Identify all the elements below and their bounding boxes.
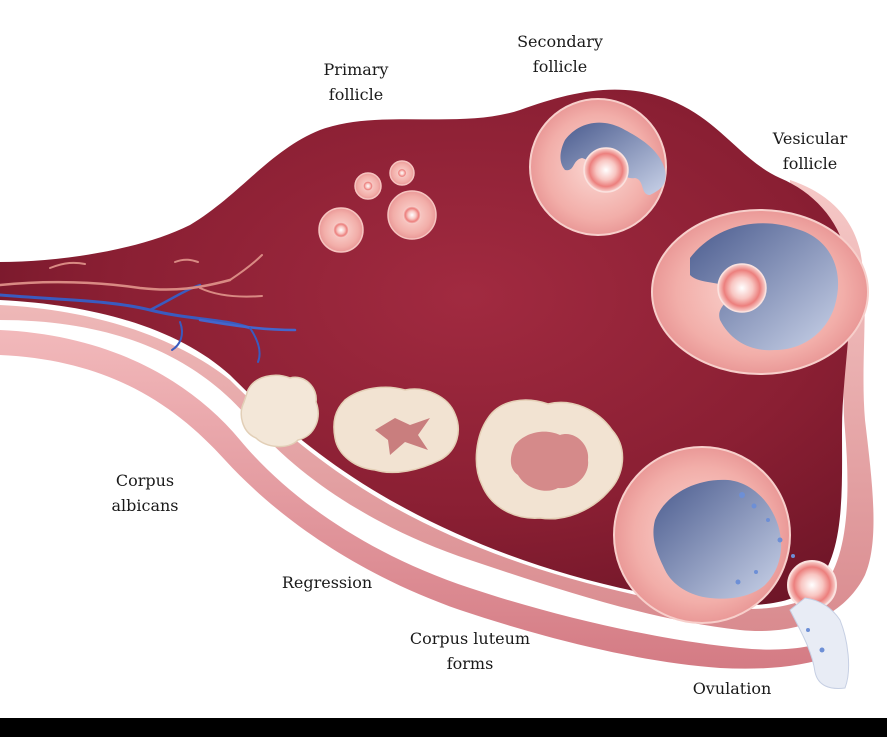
corpus-luteum-label: Corpus luteum forms bbox=[405, 626, 535, 676]
bottom-black-bar bbox=[0, 718, 887, 737]
corpus-albicans-label-line1: Corpus bbox=[115, 471, 175, 490]
vesicular-follicle-label-line2: follicle bbox=[782, 154, 838, 173]
corpus-luteum-shape bbox=[475, 399, 624, 520]
secondary-follicle-label: Secondary follicle bbox=[510, 29, 610, 79]
regressing-corpus-luteum bbox=[333, 386, 459, 474]
primary-follicle-label-line1: Primary bbox=[323, 60, 389, 79]
fluid-droplets bbox=[735, 492, 825, 653]
secondary-follicle-label-line1: Secondary bbox=[517, 32, 603, 51]
regression-label: Regression bbox=[276, 570, 378, 595]
ovulation-label-text: Ovulation bbox=[692, 679, 772, 698]
corpus-albicans-label-line2: albicans bbox=[111, 496, 179, 515]
primary-follicle-label: Primary follicle bbox=[315, 57, 397, 107]
corpus-luteum-label-line2: forms bbox=[446, 654, 494, 673]
secondary-follicle-label-line2: follicle bbox=[532, 57, 588, 76]
vesicular-follicle bbox=[651, 209, 869, 375]
vesicular-follicle-label: Vesicular follicle bbox=[764, 126, 856, 176]
ovarian-ligament bbox=[0, 330, 835, 669]
ovary-rim bbox=[0, 180, 874, 632]
blood-vessels bbox=[0, 254, 297, 363]
corpus-luteum-label-line1: Corpus luteum bbox=[409, 629, 531, 648]
primary-follicles bbox=[318, 160, 437, 253]
ovulating-follicle bbox=[613, 446, 837, 624]
corpus-albicans-shape bbox=[240, 374, 319, 448]
follicular-fluid bbox=[789, 597, 850, 689]
corpus-albicans-label: Corpus albicans bbox=[104, 468, 186, 518]
vesicular-follicle-label-line1: Vesicular bbox=[772, 129, 848, 148]
regression-label-text: Regression bbox=[281, 573, 373, 592]
primary-follicle-label-line2: follicle bbox=[328, 85, 384, 104]
ovulation-label: Ovulation bbox=[684, 676, 780, 701]
secondary-follicle bbox=[529, 98, 667, 236]
